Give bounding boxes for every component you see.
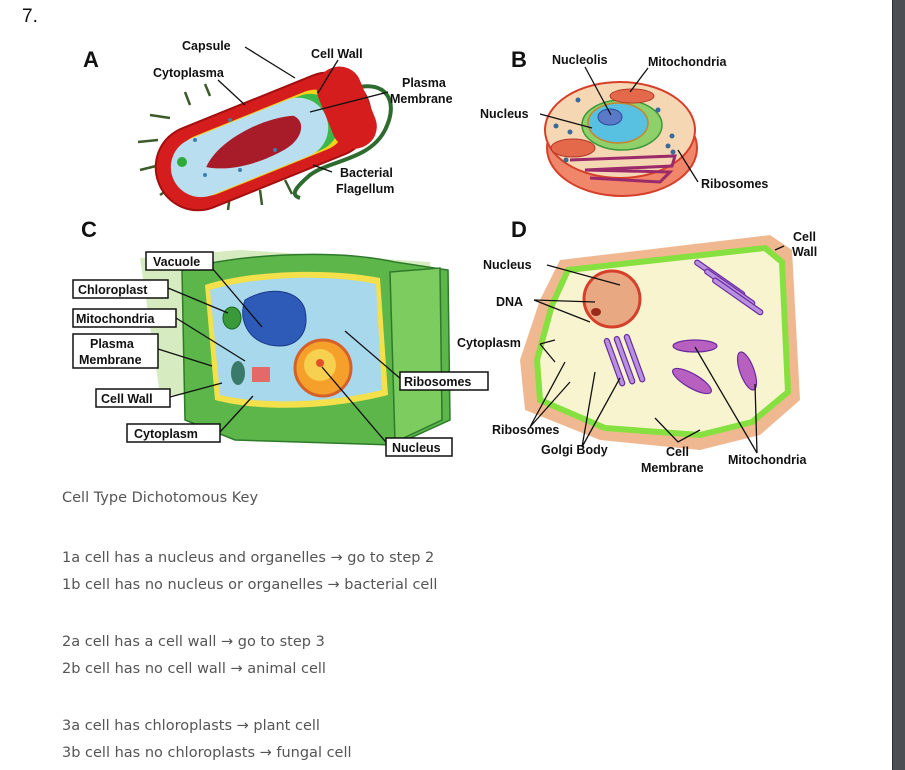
label-cell-membrane-line1: Cell (666, 445, 689, 459)
label-nucleus-c: Nucleus (392, 441, 441, 455)
label-cytoplasma: Cytoplasma (153, 66, 225, 80)
animal-cell-illustration (544, 81, 698, 197)
label-plasma-membrane-line2: Membrane (390, 92, 453, 106)
diagram-a-letter: A (83, 47, 99, 72)
cell-diagrams: A (72, 39, 817, 475)
diagram-d: D (457, 217, 817, 475)
diagram-c-letter: C (81, 217, 97, 242)
label-box-cell-wall: Cell Wall (95, 388, 171, 408)
label-golgi-body: Golgi Body (541, 443, 608, 457)
label-box-plasma-membrane: Plasma Membrane (72, 333, 159, 369)
label-vacuole: Vacuole (153, 255, 200, 269)
label-ribosomes: Ribosomes (701, 177, 768, 191)
key-step-2a: 2a cell has a cell wall → go to step 3 (62, 634, 325, 650)
plant-cell-illustration (140, 250, 451, 446)
label-cytoplasm-c: Cytoplasm (134, 427, 198, 441)
key-title: Cell Type Dichotomous Key (62, 490, 259, 506)
label-plasma-membrane-line1: Plasma (402, 76, 447, 90)
diagram-b-letter: B (511, 47, 527, 72)
label-nucleolis: Nucleolis (552, 53, 608, 67)
key-step-2b: 2b cell has no cell wall → animal cell (62, 661, 326, 677)
label-box-chloroplast: Chloroplast (72, 279, 169, 299)
key-step-1b: 1b cell has no nucleus or organelles → b… (62, 577, 438, 593)
diagram-b: B Nucleolis Mitochondria Nucleus Ribosom… (480, 47, 768, 197)
label-cell-wall: Cell Wall (311, 47, 363, 61)
diagram-c: C Vacuole (72, 217, 489, 457)
key-step-1a: 1a cell has a nucleus and organelles → g… (62, 550, 435, 566)
label-capsule: Capsule (182, 39, 231, 53)
label-ribosomes-d: Ribosomes (492, 423, 559, 437)
diagram-a: A (83, 39, 453, 212)
label-mitochondria-c: Mitochondria (76, 312, 156, 326)
label-box-mitochondria: Mitochondria (72, 308, 177, 328)
label-cell-wall-c: Cell Wall (101, 392, 153, 406)
label-cell-wall-d-line1: Cell (793, 230, 816, 244)
fungal-cell-illustration (520, 235, 800, 450)
label-plasma-membrane-c-line1: Plasma (90, 337, 135, 351)
label-cell-wall-d-line2: Wall (792, 245, 817, 259)
label-box-vacuole: Vacuole (145, 251, 214, 271)
label-plasma-membrane-c-line2: Membrane (79, 353, 142, 367)
label-dna: DNA (496, 295, 523, 309)
diagram-d-letter: D (511, 217, 527, 242)
label-chloroplast: Chloroplast (78, 283, 148, 297)
label-flagellum-line1: Bacterial (340, 166, 393, 180)
key-step-3b: 3b cell has no chloroplasts → fungal cel… (62, 745, 352, 761)
label-box-nucleus: Nucleus (385, 437, 453, 457)
label-cell-membrane-line2: Membrane (641, 461, 704, 475)
label-mitochondria: Mitochondria (648, 55, 728, 69)
vertical-scrollbar[interactable] (892, 0, 905, 770)
flagellum (292, 84, 393, 200)
label-nucleus: Nucleus (480, 107, 529, 121)
label-mitochondria-d: Mitochondria (728, 453, 808, 467)
label-box-ribosomes: Ribosomes (399, 371, 489, 391)
dichotomous-key: Cell Type Dichotomous Key 1a cell has a … (62, 490, 437, 767)
bacterium-illustration (137, 66, 393, 212)
label-ribosomes-c: Ribosomes (404, 375, 471, 389)
label-cytoplasm-d: Cytoplasm (457, 336, 521, 350)
label-box-cytoplasm: Cytoplasm (126, 423, 221, 443)
label-nucleus-d: Nucleus (483, 258, 532, 272)
question-number: 7. (22, 6, 38, 27)
label-flagellum-line2: Flagellum (336, 182, 394, 196)
key-step-3a: 3a cell has chloroplasts → plant cell (62, 718, 320, 734)
